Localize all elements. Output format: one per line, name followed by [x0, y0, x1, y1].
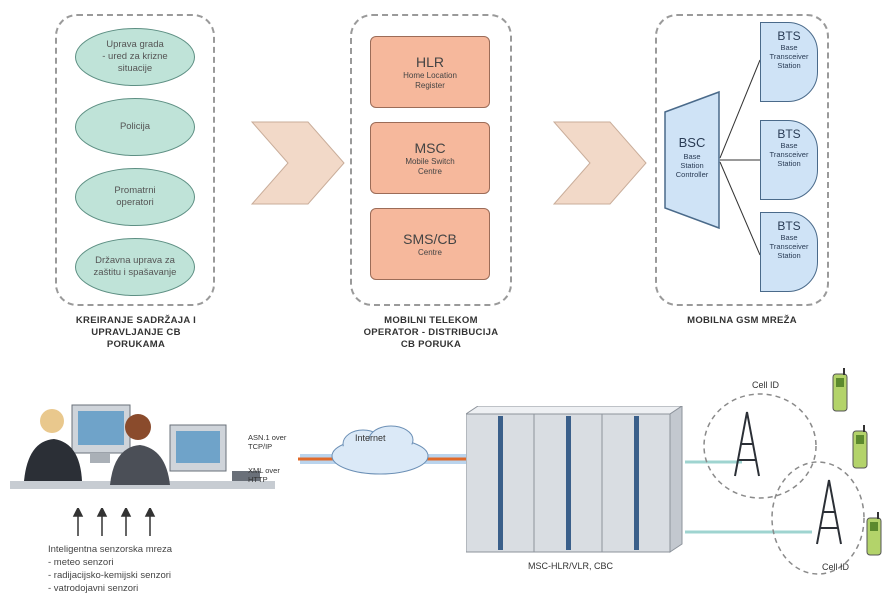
- sensor-fire: - vatrodojavni senzori: [48, 583, 139, 594]
- police-node: Policija: [75, 98, 195, 156]
- coverage-cells: [703, 393, 865, 575]
- mobile-phone-icon: [832, 368, 848, 412]
- flow-chevron-2-icon: [552, 121, 647, 205]
- city-administration-node: Uprava grada - ured za krizne situacije: [75, 28, 195, 86]
- hlr-node: HLR Home Location Register: [370, 36, 490, 108]
- bts-2-title: BTS: [777, 127, 801, 141]
- sms-cb-subtitle: Centre: [417, 247, 442, 257]
- operators-illustration: [10, 404, 275, 489]
- mobile-phone-icon: [866, 512, 882, 556]
- sms-cb-node: SMS/CB Centre: [370, 208, 490, 280]
- operator-distribution-group: HLR Home Location Register MSC Mobile Sw…: [350, 14, 512, 306]
- bts-3-subtitle: Base Transceiver Station: [769, 233, 809, 260]
- bts-1-subtitle: Base Transceiver Station: [769, 43, 809, 70]
- msc-subtitle: Mobile Switch Centre: [405, 156, 455, 176]
- cell-id-bottom-label: Cell ID: [822, 562, 850, 572]
- sensor-radiation-chemical: - radijacijsko-kemijski senzori: [48, 570, 171, 581]
- bts-node-3: BTS Base Transceiver Station: [760, 212, 818, 292]
- internet-label: Internet: [355, 433, 386, 443]
- protocol-asn-label: ASN.1 over TCP/IP: [248, 433, 287, 451]
- bts-1-title: BTS: [777, 29, 801, 43]
- flow-chevron-1-icon: [250, 121, 345, 205]
- internet-cloud-icon: [331, 425, 429, 475]
- content-creation-group: Uprava grada - ured za krizne situacije …: [55, 14, 215, 306]
- msc-title: MSC: [414, 139, 446, 156]
- hlr-title: HLR: [415, 53, 444, 70]
- cell-tower-1-icon: [734, 411, 760, 477]
- sms-cb-title: SMS/CB: [403, 230, 457, 247]
- bsc-title: BSC: [678, 135, 706, 150]
- bsc-shape: [664, 90, 720, 230]
- observer-operators-node: Promatrni operatori: [75, 168, 195, 226]
- bts-node-1: BTS Base Transceiver Station: [760, 22, 818, 102]
- sensor-arrows: [72, 508, 156, 536]
- hlr-subtitle: Home Location Register: [403, 70, 457, 90]
- bts-3-title: BTS: [777, 219, 801, 233]
- sensor-meteo: - meteo senzori: [48, 557, 114, 568]
- mobile-phone-icon: [852, 425, 868, 469]
- bts-2-subtitle: Base Transceiver Station: [769, 141, 809, 168]
- sensor-network-title: Inteligentna senzorska mreza: [48, 544, 173, 555]
- state-protection-rescue-node: Državna uprava za zaštitu i spašavanje: [75, 238, 195, 296]
- cell-tower-2-icon: [816, 479, 842, 545]
- gsm-network-group: [655, 14, 829, 306]
- operator-distribution-caption: MOBILNI TELEKOM OPERATOR - DISTRIBUCIJA …: [363, 315, 499, 350]
- protocol-xml-label: XML over HTTP: [248, 466, 280, 484]
- msc-node: MSC Mobile Switch Centre: [370, 122, 490, 194]
- gsm-network-caption: MOBILNA GSM MREŽA: [687, 315, 797, 326]
- bsc-subtitle: Base Station Controller: [675, 152, 709, 179]
- cell-id-top-label: Cell ID: [752, 380, 780, 390]
- bts-node-2: BTS Base Transceiver Station: [760, 120, 818, 200]
- server-label: MSC-HLR/VLR, CBC: [528, 561, 614, 571]
- server-racks: [466, 406, 683, 553]
- content-creation-caption: KREIRANJE SADRŽAJA I UPRAVLJANJE CB PORU…: [75, 315, 197, 350]
